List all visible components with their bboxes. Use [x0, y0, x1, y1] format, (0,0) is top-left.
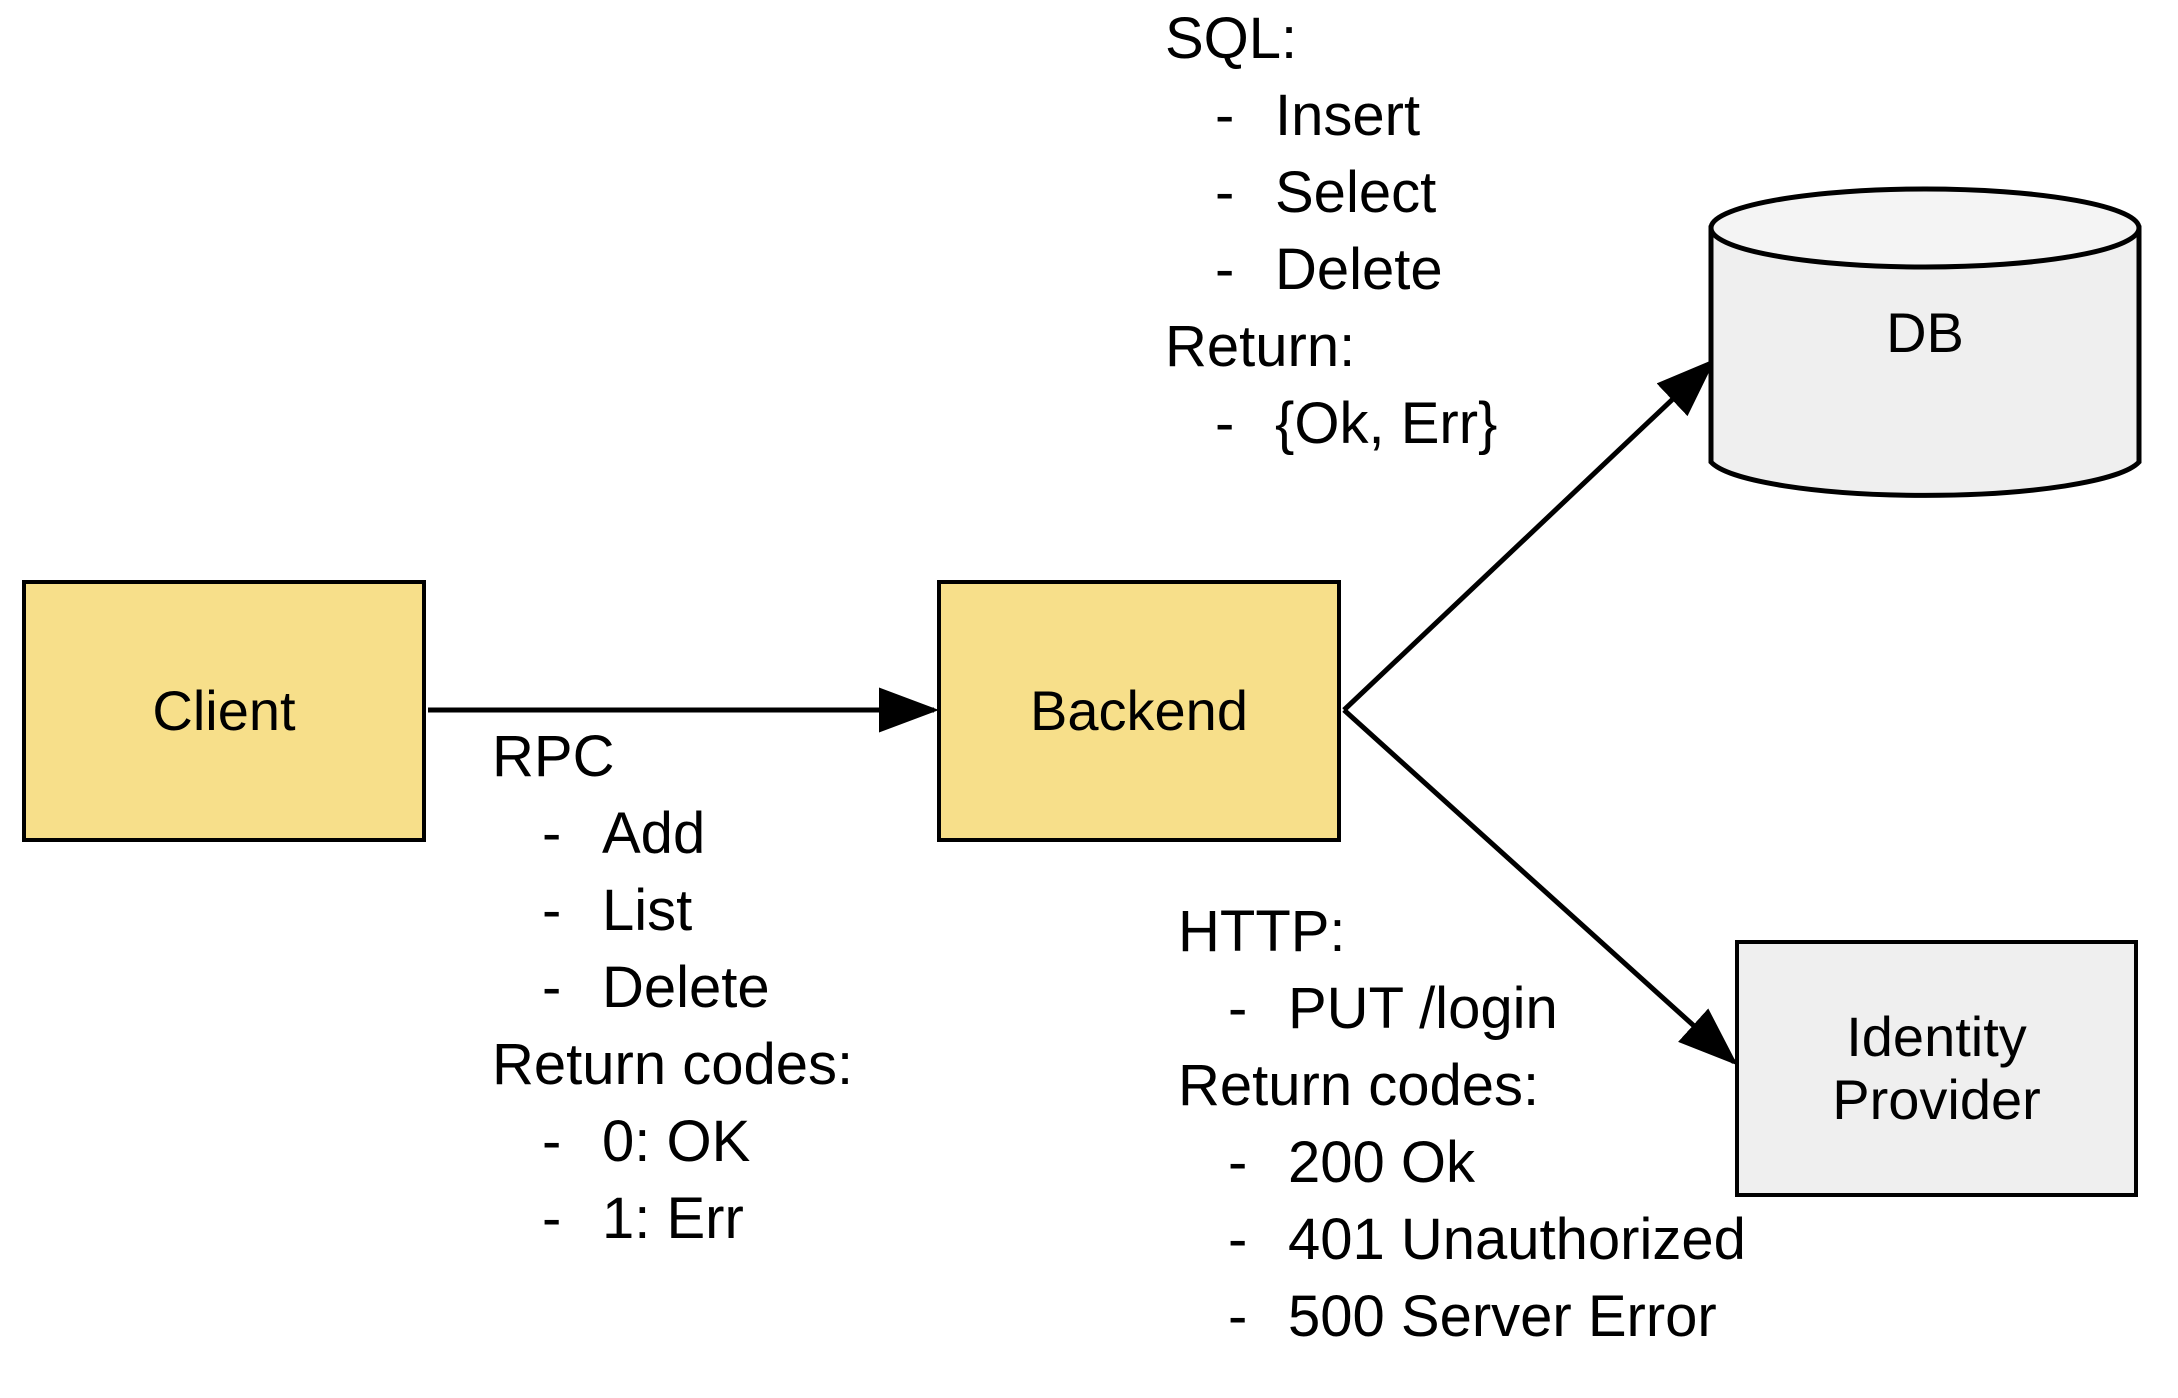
bullet-dash: -	[542, 955, 562, 1020]
annotation-sql-item: -Insert	[1165, 77, 1497, 154]
bullet-dash: -	[1228, 1207, 1248, 1272]
annotation-http-subheading: Return codes:	[1178, 1053, 1540, 1118]
node-backend-label: Backend	[1030, 678, 1248, 742]
annotation-sql-subitem: -{Ok, Err}	[1165, 385, 1497, 462]
annotation-http-subitem: -200 Ok	[1178, 1124, 1746, 1201]
annotation-sql-item-text: Delete	[1275, 237, 1443, 302]
bullet-dash: -	[1228, 1130, 1248, 1195]
annotation-http-heading: HTTP:	[1178, 899, 1346, 964]
annotation-http-subitem-text: 500 Server Error	[1288, 1284, 1717, 1349]
bullet-dash: -	[1215, 83, 1235, 148]
annotation-sql-item-text: Select	[1275, 160, 1437, 225]
annotation-sql-item: -Select	[1165, 154, 1497, 231]
bullet-dash: -	[1228, 1284, 1248, 1349]
bullet-dash: -	[1215, 237, 1235, 302]
bullet-dash: -	[542, 801, 562, 866]
bullet-dash: -	[542, 1186, 562, 1251]
annotation-http-subitem: -401 Unauthorized	[1178, 1201, 1746, 1278]
node-db-label: DB	[1886, 301, 1964, 364]
annotation-rpc-subitem: -1: Err	[492, 1180, 853, 1257]
annotation-http-item: -PUT /login	[1178, 970, 1746, 1047]
bullet-dash: -	[542, 1109, 562, 1174]
annotation-sql-item: -Delete	[1165, 231, 1497, 308]
annotation-rpc: RPC -Add -List -Delete Return codes: -0:…	[492, 718, 853, 1257]
annotation-http-item-text: PUT /login	[1288, 976, 1558, 1041]
annotation-rpc-item: -List	[492, 872, 853, 949]
annotation-sql-subitem-text: {Ok, Err}	[1275, 391, 1498, 456]
annotation-http-subitem-text: 401 Unauthorized	[1288, 1207, 1746, 1272]
node-identity-provider-label: Identity Provider	[1832, 1004, 2041, 1131]
annotation-rpc-item: -Add	[492, 795, 853, 872]
bullet-dash: -	[1228, 976, 1248, 1041]
annotation-rpc-item-text: List	[602, 878, 693, 943]
annotation-http-subitem-text: 200 Ok	[1288, 1130, 1475, 1195]
annotation-sql-item-text: Insert	[1275, 83, 1421, 148]
annotation-rpc-item: -Delete	[492, 949, 853, 1026]
annotation-rpc-subitem-text: 0: OK	[602, 1109, 751, 1174]
annotation-http-subitem: -500 Server Error	[1178, 1278, 1746, 1355]
node-client[interactable]: Client	[22, 580, 426, 842]
annotation-rpc-subitem-text: 1: Err	[602, 1186, 744, 1251]
annotation-rpc-heading: RPC	[492, 724, 615, 789]
annotation-rpc-subitem: -0: OK	[492, 1103, 853, 1180]
bullet-dash: -	[542, 878, 562, 943]
annotation-rpc-item-text: Delete	[602, 955, 770, 1020]
annotation-rpc-subheading: Return codes:	[492, 1032, 854, 1097]
node-identity-provider[interactable]: Identity Provider	[1735, 940, 2138, 1197]
node-db[interactable]	[1708, 186, 2142, 504]
annotation-rpc-item-text: Add	[602, 801, 706, 866]
annotation-sql-heading: SQL:	[1165, 6, 1298, 71]
node-backend[interactable]: Backend	[937, 580, 1341, 842]
annotation-http: HTTP: -PUT /login Return codes: -200 Ok …	[1178, 893, 1746, 1355]
annotation-sql: SQL: -Insert -Select -Delete Return: -{O…	[1165, 0, 1497, 462]
bullet-dash: -	[1215, 391, 1235, 456]
node-client-label: Client	[152, 678, 296, 742]
bullet-dash: -	[1215, 160, 1235, 225]
annotation-sql-subheading: Return:	[1165, 314, 1356, 379]
